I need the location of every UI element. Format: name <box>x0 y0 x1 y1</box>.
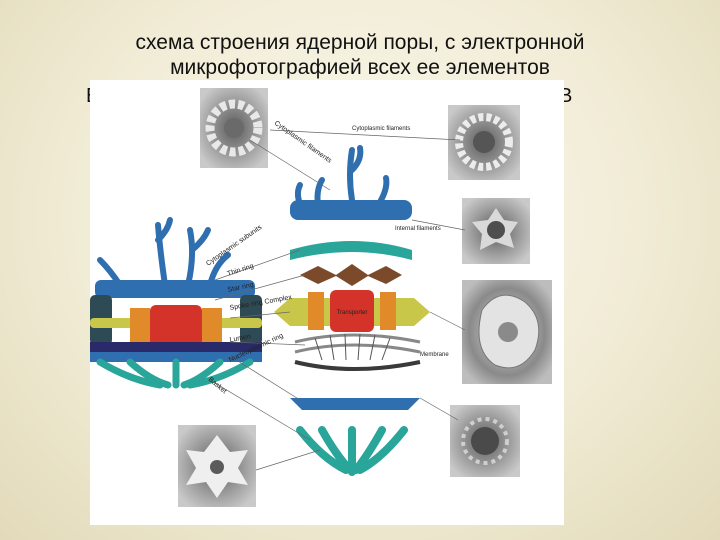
label-lumen: Lumen <box>229 333 251 344</box>
label-membrane: Membrane <box>420 352 449 358</box>
label-cytoplasmic-filaments-left: Cytoplasmic filaments <box>273 120 333 165</box>
label-internal-filaments: Internal filaments <box>395 226 441 232</box>
label-cytoplasmic-filaments-right: Cytoplasmic filaments <box>352 126 410 132</box>
micrograph-right-3 <box>462 280 552 384</box>
micrograph-top-left <box>200 88 268 168</box>
cytoplasmic-ring-part <box>290 200 412 220</box>
micrograph-right-1 <box>448 105 520 180</box>
exploded-components: Transporter <box>274 145 430 476</box>
nucleoplasmic-ring-part <box>290 398 420 410</box>
label-cytoplasmic-subunits: Cytoplasmic subunits <box>205 224 264 268</box>
transporter-label: Transporter <box>337 310 368 316</box>
basket-part <box>296 426 408 476</box>
title-line-2: микрофотографией всех ее элементов <box>170 56 550 79</box>
micrograph-bottom-left <box>178 425 256 507</box>
nuclear-pore-figure: Transporter <box>90 80 564 525</box>
title-line-1: схема строения ядерной поры, с электронн… <box>135 31 585 54</box>
micrograph-right-2 <box>462 198 530 264</box>
membrane-part <box>294 333 421 371</box>
nuclear-pore-diagram: Transporter <box>90 88 552 507</box>
label-thin-ring: Thin ring <box>226 263 254 278</box>
thin-ring-part <box>290 241 412 260</box>
micrograph-right-4 <box>450 405 520 477</box>
star-ring-part <box>300 264 402 286</box>
spoke-ring-complex-part: Transporter <box>274 290 430 332</box>
assembled-pore-left <box>90 217 262 389</box>
page-title: схема строения ядерной поры, с электронн… <box>0 30 720 80</box>
leader-lines <box>209 129 466 471</box>
